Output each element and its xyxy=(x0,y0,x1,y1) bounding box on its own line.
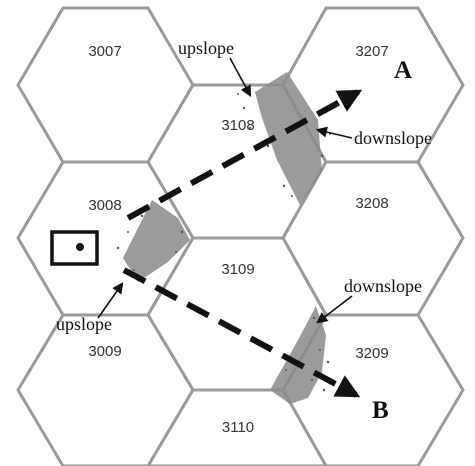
downslope-bottom-pointer xyxy=(316,295,353,324)
dashed-arrow-a xyxy=(126,89,363,221)
hex-label-3110: 3110 xyxy=(222,419,254,436)
hex-label-3207: 3207 xyxy=(355,43,388,60)
hex-label-3208: 3208 xyxy=(355,195,388,212)
start-dot-icon xyxy=(76,243,84,251)
hex-label-3209: 3209 xyxy=(355,345,388,362)
slope-zone-left xyxy=(123,200,190,282)
downslope-top-pointer xyxy=(315,126,353,139)
hex-label-3109: 3109 xyxy=(221,261,254,278)
start-box xyxy=(50,230,99,266)
upslope-top-label: upslope xyxy=(178,38,234,58)
upslope-left-pointer xyxy=(97,282,124,319)
downslope-bottom-label: downslope xyxy=(344,276,422,296)
upslope-left-label: upslope xyxy=(56,314,112,334)
hex-label-3007: 3007 xyxy=(88,43,121,60)
arrow-label-b: B xyxy=(372,397,389,424)
dashed-arrow-b xyxy=(122,267,361,398)
hex-label-3008: 3008 xyxy=(88,197,121,214)
hex-label-3108: 3108 xyxy=(221,117,254,134)
upslope-top-pointer xyxy=(229,57,252,97)
arrow-label-a: A xyxy=(394,57,412,84)
hex-label-3009: 3009 xyxy=(88,343,121,360)
slope-zone-top xyxy=(255,72,322,205)
downslope-top-label: downslope xyxy=(354,128,432,148)
